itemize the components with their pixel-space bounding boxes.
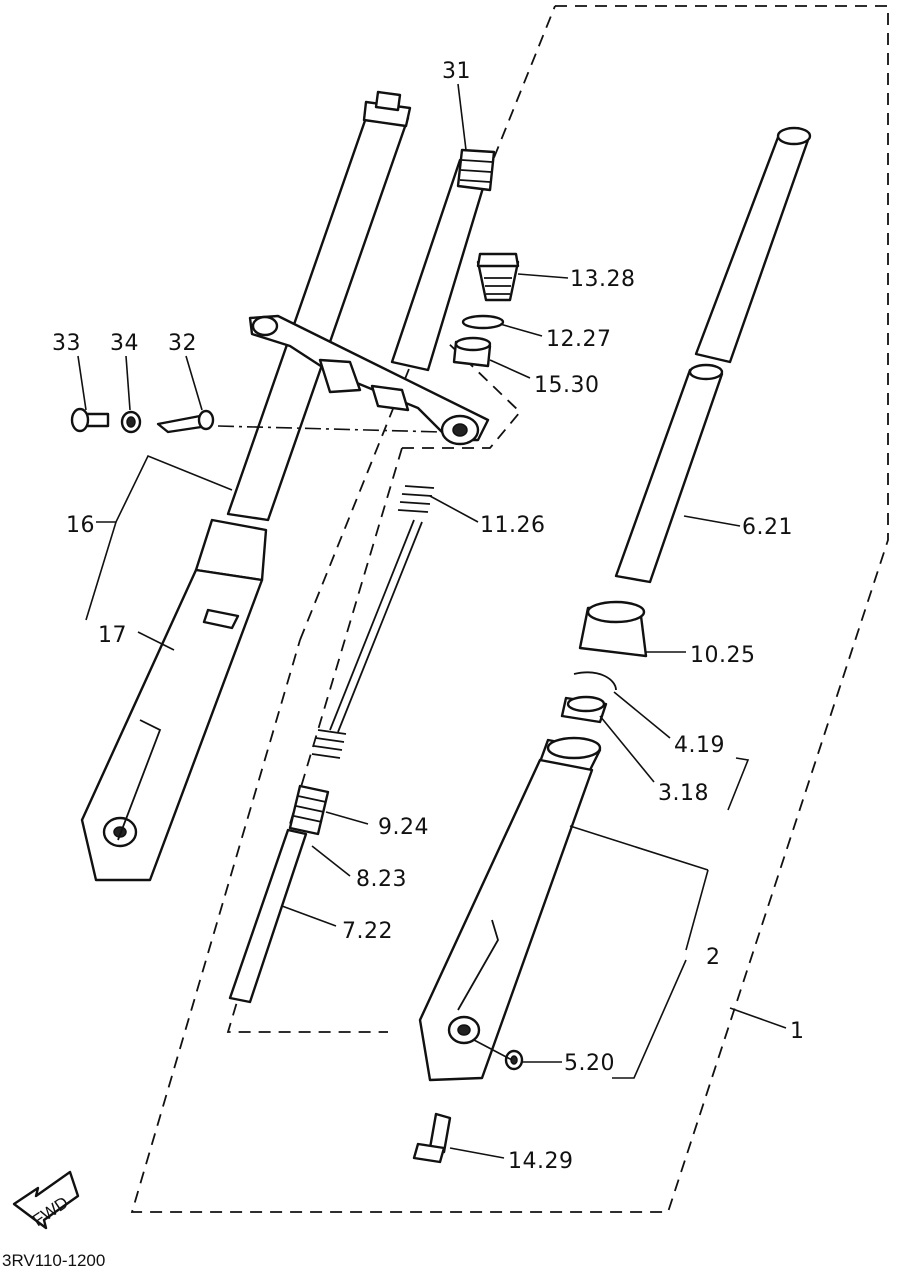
callout-6-21: 6.21 <box>742 515 793 540</box>
damper-rod-set <box>228 485 435 1004</box>
callout-labels: 31 13.28 12.27 15.30 33 34 32 11.26 6.21… <box>52 59 805 1174</box>
steering-stem <box>248 148 496 446</box>
callout-12-27: 12.27 <box>546 327 611 352</box>
callout-14-29: 14.29 <box>508 1149 573 1174</box>
callout-17: 17 <box>98 623 127 648</box>
callout-32: 32 <box>168 331 197 356</box>
callout-5-20: 5.20 <box>564 1051 615 1076</box>
fwd-arrow-icon: FWD <box>12 1170 80 1230</box>
callout-4-19: 4.19 <box>674 733 725 758</box>
callout-9-24: 9.24 <box>378 815 429 840</box>
callout-11-26: 11.26 <box>480 513 545 538</box>
callout-13-28: 13.28 <box>570 267 635 292</box>
callout-10-25: 10.25 <box>690 643 755 668</box>
callout-8-23: 8.23 <box>356 867 407 892</box>
damper-group-boundary <box>226 339 522 1033</box>
cap-bolt-set <box>452 252 520 368</box>
callout-1: 1 <box>790 1019 805 1044</box>
callout-31: 31 <box>442 59 471 84</box>
pinch-bolt-set <box>70 407 443 434</box>
left-fork-assembly <box>80 90 412 882</box>
diagram-code: 3RV110-1200 <box>2 1251 105 1270</box>
callout-3-18: 3.18 <box>658 781 709 806</box>
callout-16: 16 <box>66 513 95 538</box>
callout-2: 2 <box>706 945 721 970</box>
callout-34: 34 <box>110 331 139 356</box>
callout-7-22: 7.22 <box>342 919 393 944</box>
right-fork-parts <box>412 126 812 1164</box>
callout-33: 33 <box>52 331 81 356</box>
callout-15-30: 15.30 <box>534 373 599 398</box>
leader-lines <box>77 83 787 1159</box>
